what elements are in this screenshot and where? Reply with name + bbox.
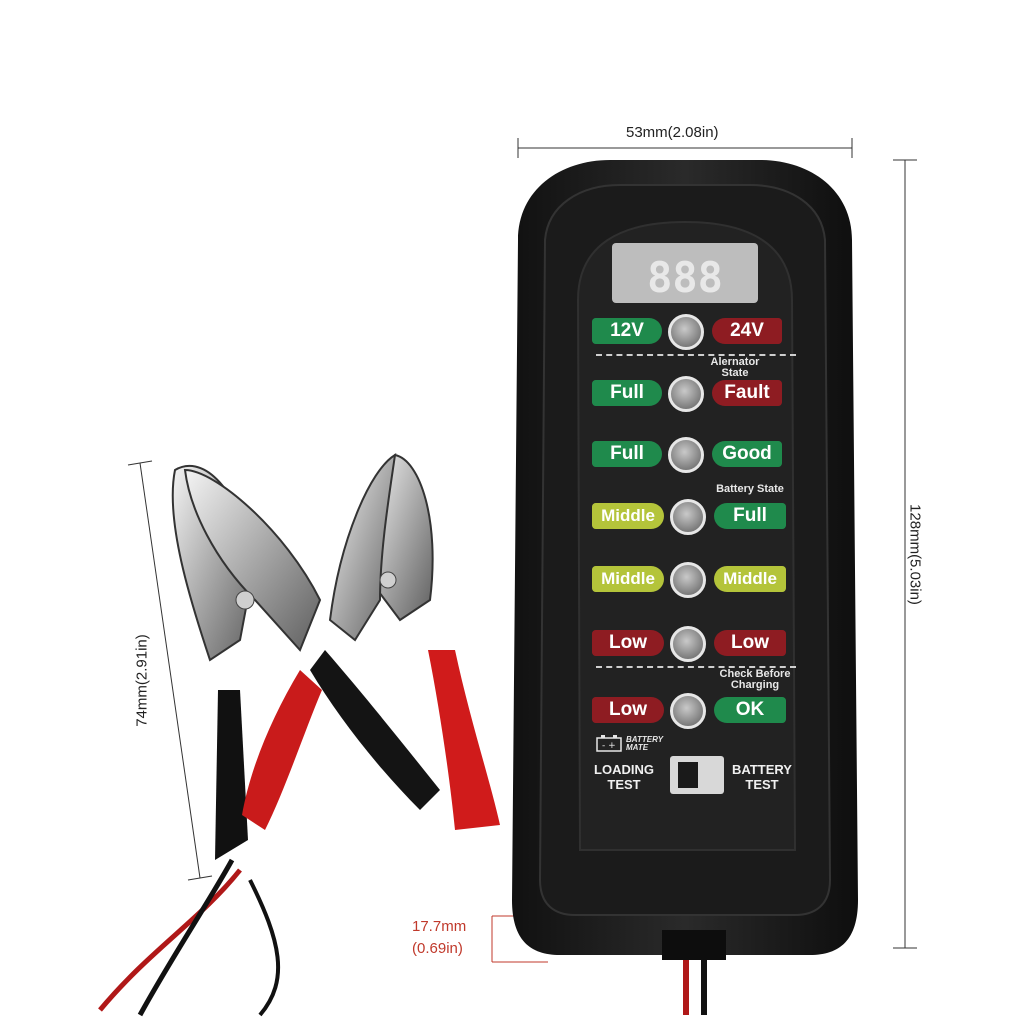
mode-switch[interactable]: [670, 756, 724, 794]
row-left-label: 12V: [592, 318, 662, 344]
alternator-note: Alernator State: [710, 356, 760, 379]
battery-icon: - +: [596, 735, 622, 752]
svg-text:888: 888: [647, 253, 723, 302]
led-indicator: [670, 562, 706, 598]
check-note: Check Before Charging: [719, 668, 791, 691]
width-dimension: 53mm(2.08in): [626, 124, 719, 141]
indicator-row-middle-middle: Middle Middle: [592, 562, 786, 598]
battery-test-label: BATTERY TEST: [732, 762, 792, 792]
indicator-row-low-ok: Low OK: [592, 693, 786, 729]
indicator-row-good: Full Good: [592, 437, 782, 473]
brand-text: BATTERY MATE: [626, 735, 663, 752]
row-right-label: Good: [712, 441, 782, 467]
led-indicator: [670, 693, 706, 729]
row-left-label: Full: [592, 441, 662, 467]
row-left-label: Low: [592, 630, 664, 656]
row-right-label: 24V: [712, 318, 782, 344]
switch-knob[interactable]: [678, 762, 698, 788]
divider: [596, 666, 796, 668]
indicator-row-middle-full: Middle Full: [592, 499, 786, 535]
indicator-row-alternator: Full Fault: [592, 376, 782, 412]
row-left-label: Full: [592, 380, 662, 406]
battery-state-note: Battery State: [716, 483, 784, 495]
row-right-label: Middle: [714, 566, 786, 592]
indicator-row-low-low: Low Low: [592, 626, 786, 662]
indicator-row-voltage: 12V 24V: [592, 314, 782, 350]
thickness-mm: 17.7mm: [412, 918, 467, 935]
row-left-label: Low: [592, 697, 664, 723]
loading-test-label: LOADING TEST: [594, 762, 654, 792]
row-left-label: Middle: [592, 566, 664, 592]
row-left-label: Middle: [592, 503, 664, 529]
led-indicator: [668, 314, 704, 350]
row-right-label: Full: [714, 503, 786, 529]
led-indicator: [668, 376, 704, 412]
led-indicator: [670, 499, 706, 535]
row-right-label: Low: [714, 630, 786, 656]
led-indicator: [670, 626, 706, 662]
row-right-label: OK: [714, 697, 786, 723]
led-indicator: [668, 437, 704, 473]
svg-text:- +: - +: [602, 741, 616, 751]
divider: [596, 354, 796, 356]
row-right-label: Fault: [712, 380, 782, 406]
thickness-in: (0.69in): [412, 940, 463, 957]
